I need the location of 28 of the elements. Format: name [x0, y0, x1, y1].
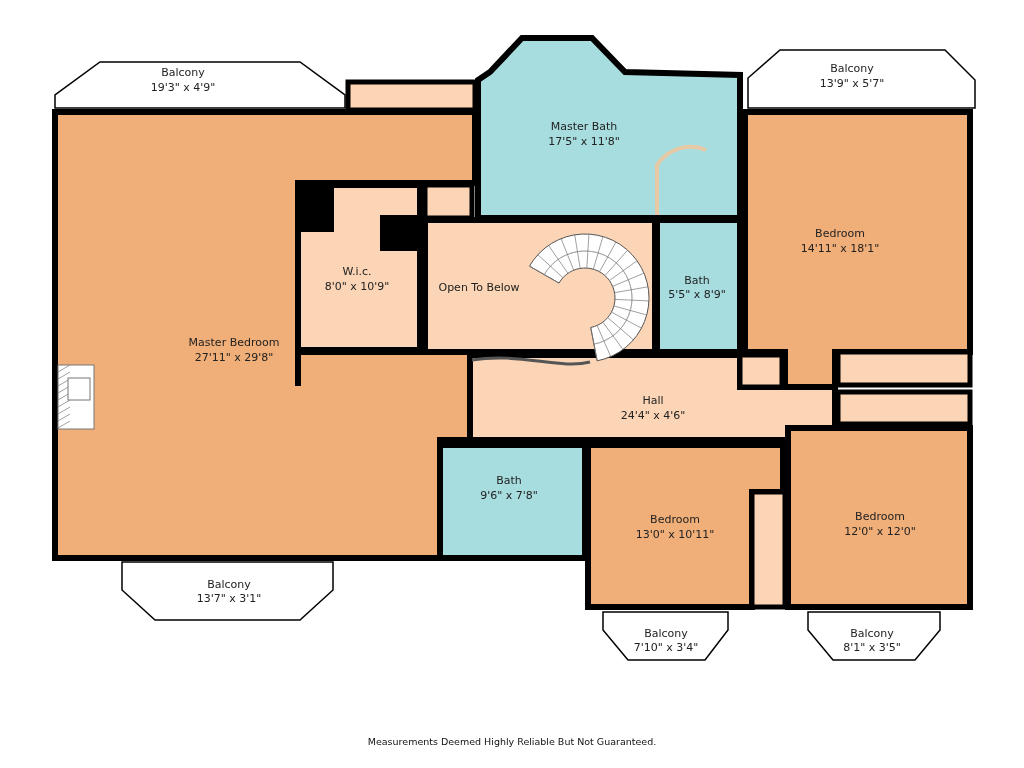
room-name: Balcony [850, 626, 894, 640]
room-dimensions: 13'7" x 3'1" [196, 591, 262, 605]
room-name: Balcony [207, 577, 251, 591]
room-dimensions: 13'0" x 10'11" [635, 527, 715, 541]
room-name: W.i.c. [342, 264, 372, 278]
room-name: Open To Below [438, 280, 520, 294]
room-name: Bedroom [855, 509, 905, 523]
room-dimensions: 8'1" x 3'5" [843, 640, 901, 654]
room-name: Bath [684, 273, 710, 287]
room-dimensions: 13'9" x 5'7" [819, 76, 885, 90]
room-name: Bath [496, 473, 522, 487]
room-dimensions: 19'3" x 4'9" [150, 80, 216, 94]
room-dimensions: 17'5" x 11'8" [548, 134, 620, 148]
room-dimensions: 8'0" x 10'9" [324, 279, 390, 293]
room-dimensions: 9'6" x 7'8" [480, 488, 538, 502]
room-dimensions: 5'5" x 8'9" [668, 287, 726, 301]
room-name: Balcony [161, 65, 205, 79]
room-name: Master Bedroom [188, 335, 280, 349]
room-dimensions: 7'10" x 3'4" [633, 640, 699, 654]
room-name: Hall [642, 393, 664, 407]
room-dimensions: 12'0" x 12'0" [844, 524, 916, 538]
room-dimensions: 24'4" x 4'6" [620, 408, 686, 422]
room-dimensions: 27'11" x 29'8" [194, 350, 274, 364]
room-name: Master Bath [550, 119, 618, 133]
room-name: Balcony [830, 61, 874, 75]
room-name: Bedroom [650, 512, 700, 526]
room-name: Balcony [644, 626, 688, 640]
footer-note: Measurements Deemed Highly Reliable But Not Guaranteed. [367, 736, 657, 747]
